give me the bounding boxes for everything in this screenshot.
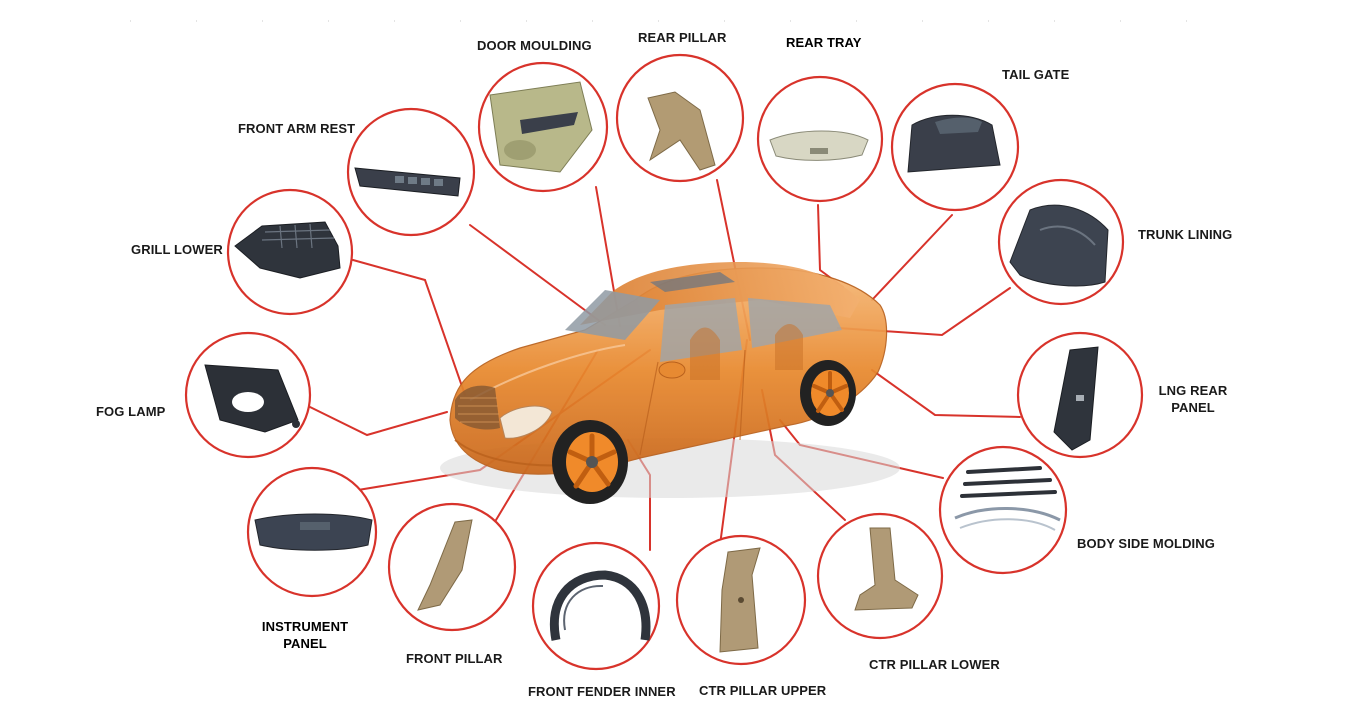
label-trunk-lining: TRUNK LINING [1138,227,1233,242]
label-front-fender-inner: FRONT FENDER INNER [528,684,676,699]
label-ctr-pillar-lower: CTR PILLAR LOWER [869,657,1000,672]
label-rear-pillar: REAR PILLAR [638,30,727,45]
tailgate-trim-icon [890,82,1020,212]
lower-grille-icon [226,188,354,316]
label-ctr-pillar-upper: CTR PILLAR UPPER [699,683,827,698]
car-seat [775,324,803,370]
label-tail-gate: TAIL GATE [1002,67,1070,82]
car-headlight [499,405,553,439]
label-body-side-molding: BODY SIDE MOLDING [1077,536,1215,551]
leader-tail-gate [871,214,953,301]
fog-lamp-bezel-icon [184,331,312,459]
door-panel-icon [477,61,609,193]
leader-grill-lower [352,259,466,396]
car-front-wheel [552,420,628,504]
front-pillar-icon [387,502,517,632]
label-fog-lamp: FOG LAMP [96,404,166,419]
armrest-switch-icon [346,107,476,237]
pillar-upper-icon [675,534,807,666]
car-mirror [658,361,686,379]
leader-lng-rear-panel [871,369,1021,418]
car-rear-window [748,298,842,348]
fender-liner-icon [531,541,661,671]
car-windshield [565,290,660,340]
rear-panel-icon [1016,331,1144,459]
pillar-trim-icon [615,53,745,183]
parcel-shelf-icon [756,75,884,203]
label-instrument-panel: INSTRUMENT PANEL [261,619,349,651]
label-front-arm-rest: FRONT ARM REST [238,121,356,136]
car-grille [455,385,500,430]
car-seat [690,327,720,380]
label-rear-tray: REAR TRAY [786,35,862,50]
label-grill-lower: GRILL LOWER [131,242,223,257]
car-rear-wheel [800,360,856,426]
label-door-moulding: DOOR MOULDING [477,38,592,53]
car-sunroof [650,272,735,292]
sedan-car-icon [440,262,900,504]
label-lng-rear-panel: LNG REAR PANEL [1158,383,1228,415]
label-front-pillar: FRONT PILLAR [406,651,503,666]
dashboard-icon [246,466,378,598]
leader-fog-lamp [309,406,448,437]
leader-front-arm-rest [469,224,606,326]
leader-lines [309,179,1021,551]
trunk-liner-icon [997,178,1125,306]
pillar-lower-icon [816,512,944,640]
side-molding-icon [938,445,1068,575]
